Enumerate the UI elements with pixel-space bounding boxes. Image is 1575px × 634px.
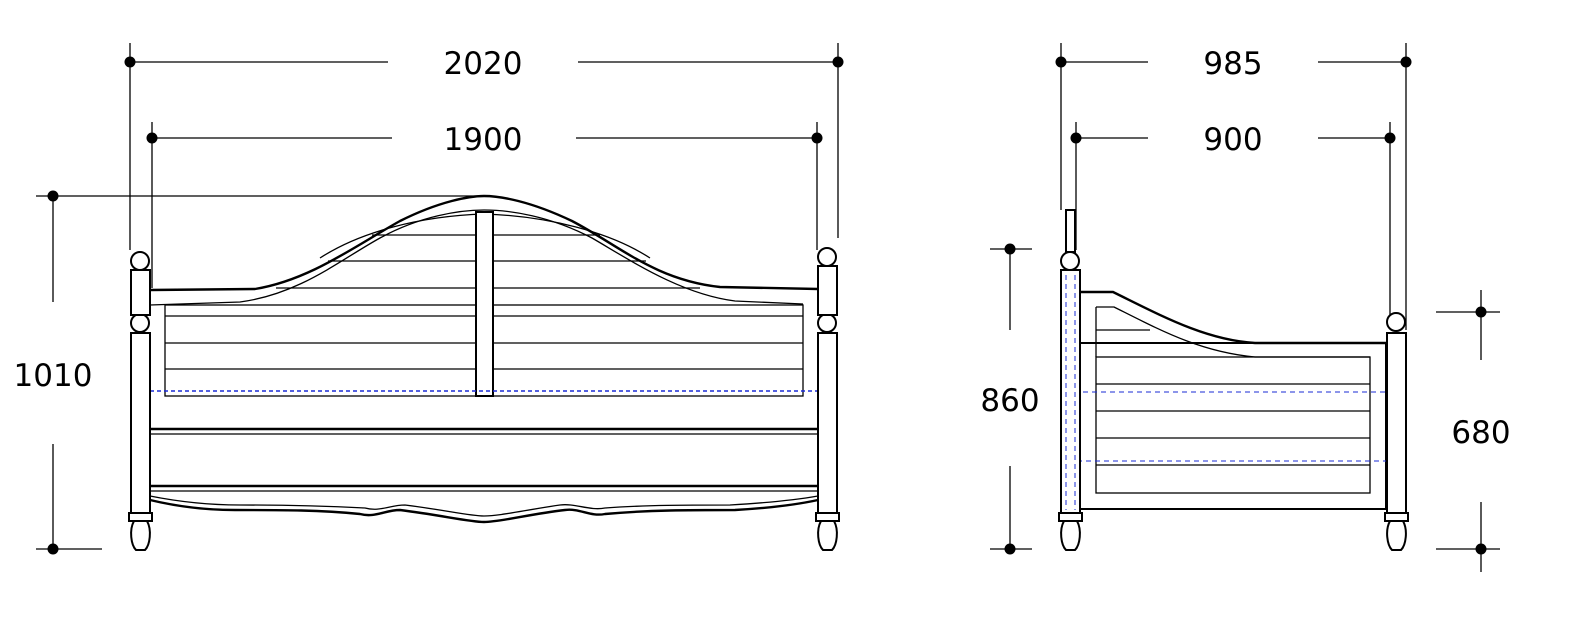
headboard-height-label: 860	[980, 383, 1039, 419]
side-view: 985 900 860	[980, 43, 1511, 572]
dimension-footboard-height: 680	[1436, 290, 1511, 572]
inner-width-label: 1900	[444, 122, 523, 158]
dimension-overall-depth: 985	[1055, 43, 1412, 330]
front-view: 2020 1900 1010	[14, 43, 844, 555]
side-head-post	[1058, 209, 1083, 551]
front-left-post	[128, 251, 153, 551]
front-right-post	[815, 247, 840, 551]
dimension-inner-depth: 900	[1070, 122, 1396, 320]
dimension-height: 1010	[14, 190, 484, 555]
overall-width-label: 2020	[444, 46, 523, 82]
inner-depth-label: 900	[1203, 122, 1262, 158]
dimension-headboard-height: 860	[980, 243, 1040, 555]
side-frame	[1073, 290, 1391, 510]
side-foot-post	[1384, 312, 1409, 551]
dimension-inner-width: 1900	[146, 122, 823, 288]
height-label: 1010	[14, 358, 93, 394]
front-backrest	[149, 194, 819, 397]
side-mattress-hidden-line	[1073, 391, 1391, 462]
footboard-height-label: 680	[1451, 415, 1510, 451]
overall-depth-label: 985	[1203, 46, 1262, 82]
dimension-overall-width: 2020	[124, 43, 844, 250]
front-seat	[149, 390, 819, 524]
